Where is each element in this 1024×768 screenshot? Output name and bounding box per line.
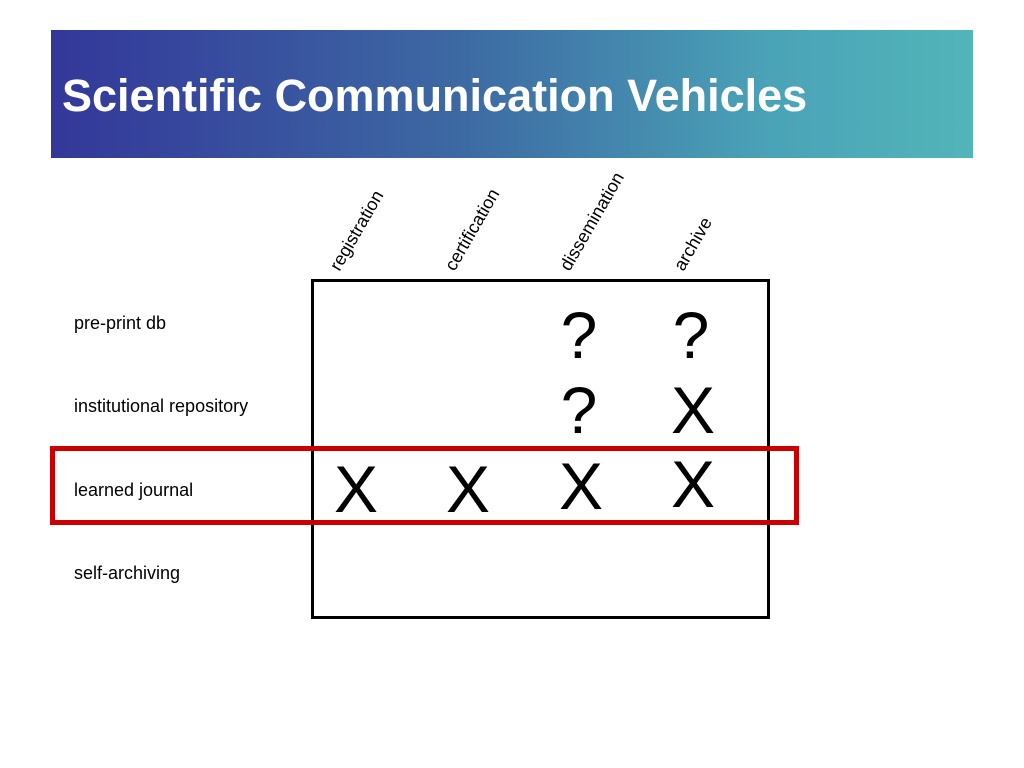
column-header-certification: certification	[440, 185, 504, 274]
row-label-institutional-repository: institutional repository	[74, 396, 249, 416]
mark-learned-journal-dissemination: X	[558, 449, 604, 523]
row-label-learned-journal: learned journal	[74, 480, 194, 500]
mark-learned-journal-certification: X	[445, 452, 491, 526]
row-label-pre-print-db: pre-print db	[74, 313, 167, 333]
mark-pre-print-db-archive: ?	[672, 298, 710, 372]
column-header-archive: archive	[669, 213, 717, 274]
mark-institutional-repository-dissemination: ?	[560, 373, 598, 447]
column-header-dissemination: dissemination	[555, 168, 629, 274]
mark-institutional-repository-archive: X	[670, 373, 716, 447]
mark-learned-journal-registration: X	[333, 452, 379, 526]
mark-pre-print-db-dissemination: ?	[560, 298, 598, 372]
title-banner: Scientific Communication Vehicles	[51, 30, 973, 158]
highlight-learned-journal-row	[50, 446, 799, 525]
row-label-self-archiving: self-archiving	[74, 563, 181, 583]
slide-title: Scientific Communication Vehicles	[62, 70, 808, 121]
column-header-registration: registration	[325, 186, 388, 274]
mark-learned-journal-archive: X	[670, 447, 716, 521]
